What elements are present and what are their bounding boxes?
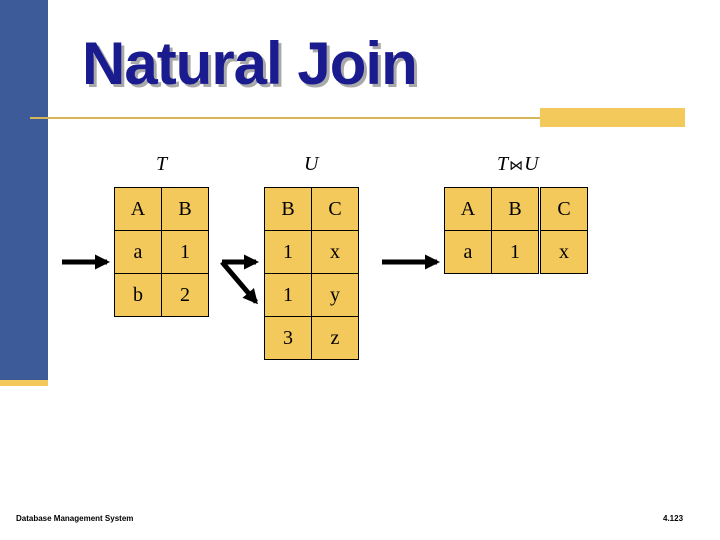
slide-title-shadow: Natural Join: [85, 33, 421, 100]
arrow-t-to-u-row2: [220, 260, 258, 305]
table-t-cell: a: [114, 230, 162, 274]
table-t-cell: b: [114, 273, 162, 317]
table-result-cell: a: [444, 230, 492, 274]
sidebar-accent: [0, 380, 48, 386]
table-result-cell: 1: [491, 230, 539, 274]
table-result-header-c: C: [540, 187, 588, 231]
table-result-cell: x: [540, 230, 588, 274]
table-t-cell: 2: [161, 273, 209, 317]
table-result-label: T⋈U: [497, 153, 539, 176]
slide-title: Natural Join Natural Join: [82, 30, 421, 100]
title-rule: [30, 117, 680, 119]
slide-title-text: Natural Join: [82, 30, 418, 97]
table-u-cell: z: [311, 316, 359, 360]
table-t-header-a: A: [114, 187, 162, 231]
table-result-header-b: B: [491, 187, 539, 231]
title-rule-accent: [540, 108, 685, 127]
table-u-cell: y: [311, 273, 359, 317]
join-symbol: ⋈: [509, 159, 524, 174]
table-t-label: T: [156, 153, 168, 175]
table-u-header-b: B: [264, 187, 312, 231]
table-t-cell: 1: [161, 230, 209, 274]
table-u-header-c: C: [311, 187, 359, 231]
table-u-cell: 3: [264, 316, 312, 360]
table-t-header-b: B: [161, 187, 209, 231]
footer-page-number: 4.123: [663, 514, 684, 523]
result-label-left: T: [497, 153, 509, 175]
footer-course: Database Management System: [16, 514, 134, 523]
sidebar-bar: [0, 0, 48, 385]
table-result-header-a: A: [444, 187, 492, 231]
table-u-label: U: [304, 153, 319, 175]
result-label-right: U: [524, 153, 539, 175]
